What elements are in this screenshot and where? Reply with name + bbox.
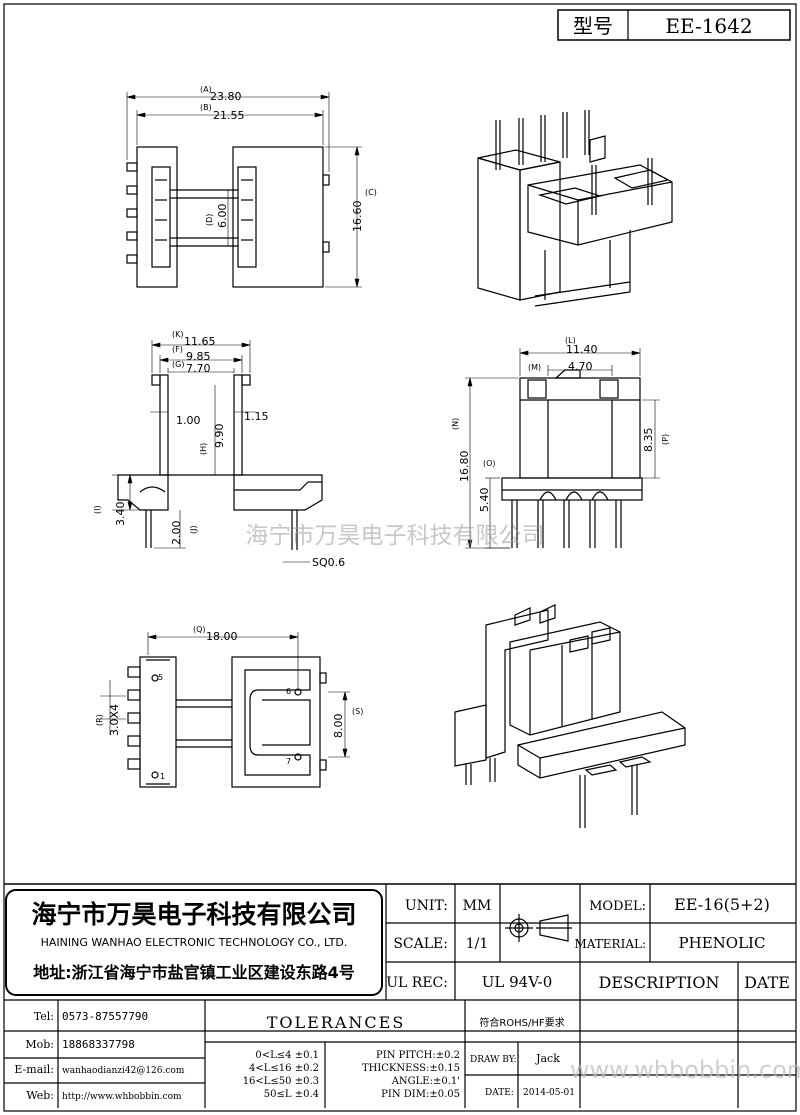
- model-field-label: MODEL:: [589, 899, 646, 914]
- watermark: 海宁市万昊电子科技有限公司: [246, 523, 545, 549]
- email-label: E-mail:: [14, 1063, 54, 1076]
- dim-f-tag: (F): [172, 345, 183, 354]
- dim-b: 21.55: [213, 109, 245, 122]
- dim-m: 4.70: [568, 360, 593, 373]
- dim-j-tag: (J): [189, 525, 198, 534]
- pin-label-1: 1: [160, 772, 165, 781]
- projection-symbol-icon: [505, 914, 572, 942]
- iso-view-bottom: [454, 604, 686, 828]
- front-view: [501, 369, 643, 548]
- material-label: MATERIAL:: [574, 937, 646, 951]
- dim-r-tag: (R): [95, 714, 104, 726]
- model-header: 型号 EE-1642: [557, 9, 791, 41]
- dim-n-tag: (N): [451, 418, 460, 430]
- dim-sq: SQ0.6: [312, 556, 345, 569]
- dim-left-wall: 1.00: [176, 414, 201, 427]
- dim-right-wall: 1.15: [244, 410, 269, 423]
- side-view: [117, 374, 323, 550]
- dim-i: 3.40: [114, 502, 127, 527]
- pin-label-7: 7: [286, 757, 291, 766]
- pin-tolerance-row-3: ANGLE:±0.1': [391, 1076, 460, 1087]
- dim-k: 11.65: [184, 335, 216, 348]
- dim-p-tag: (P): [661, 434, 670, 445]
- scale-label: SCALE:: [393, 936, 448, 952]
- web-label: Web:: [26, 1089, 54, 1102]
- dim-g: 7.70: [186, 362, 211, 375]
- company-address: 地址:浙江省海宁市盐官镇工业区建设东路4号: [33, 963, 355, 982]
- dim-o-tag: (O): [483, 459, 496, 468]
- draw-by-label: DRAW BY:: [470, 1055, 517, 1065]
- unit-value: MM: [463, 898, 492, 914]
- dim-s: 8.00: [332, 714, 345, 739]
- dim-q: 18.00: [206, 630, 238, 643]
- front-view-dimensions: [465, 348, 660, 549]
- mob-value: 18868337798: [62, 1038, 135, 1051]
- email-value: wanhaodianzi42@126.com: [62, 1066, 185, 1076]
- title-block-grid: [4, 883, 796, 1108]
- tolerance-row-4: 50≤L ±0.4: [264, 1089, 319, 1100]
- dim-n: 16.80: [458, 451, 471, 483]
- company-name-en: HAINING WANHAO ELECTRONIC TECHNOLOGY CO.…: [41, 936, 348, 949]
- bottom-view: [127, 656, 327, 788]
- dim-j: 2.00: [170, 521, 183, 546]
- dim-l-tag: (L): [565, 336, 576, 345]
- dim-c-tag: (C): [365, 188, 377, 197]
- model-label: 型号: [573, 14, 613, 38]
- dim-b-tag: (B): [200, 103, 212, 112]
- dim-r: 3.0X4: [108, 704, 121, 736]
- scale-value: 1/1: [466, 936, 489, 952]
- bottom-view-dimensions: [100, 632, 350, 758]
- unit-label: UNIT:: [405, 898, 448, 914]
- dim-d-tag: (D): [205, 214, 214, 226]
- url-watermark: www.whbobbin.com: [570, 1056, 800, 1084]
- mob-label: Mob:: [25, 1038, 54, 1051]
- dim-h-tag: (H): [199, 443, 208, 455]
- dim-m-tag: (M): [528, 363, 541, 372]
- tel-label: Tel:: [34, 1010, 54, 1023]
- company-name-cn: 海宁市万昊电子科技有限公司: [31, 900, 356, 929]
- pin-label-6: 6: [286, 687, 291, 696]
- ulrec-value: UL 94V-0: [482, 973, 553, 991]
- model-field-value: EE-16(5+2): [674, 895, 770, 914]
- tolerance-row-1: 0<L≤4 ±0.1: [255, 1050, 319, 1061]
- top-view: [126, 146, 330, 288]
- dim-d: 6.00: [216, 204, 229, 229]
- description-header: DESCRIPTION: [599, 973, 720, 992]
- dim-a-tag: (A): [200, 85, 212, 94]
- model-code: EE-1642: [665, 14, 752, 38]
- sheet-border: [3, 3, 797, 1112]
- date-label: DATE:: [485, 1088, 514, 1098]
- ulrec-label: UL REC:: [386, 975, 448, 991]
- tel-value: 0573-87557790: [62, 1010, 148, 1023]
- rohs-note: 符合ROHS/HF要求: [479, 1016, 564, 1029]
- dim-g-tag: (G): [172, 360, 184, 369]
- pin-label-5: 5: [158, 673, 163, 682]
- dim-k-tag: (K): [172, 330, 184, 339]
- dim-h: 9.90: [213, 424, 226, 449]
- dim-a: 23.80: [210, 90, 242, 103]
- draw-by-value: Jack: [535, 1052, 560, 1065]
- pin-tolerance-row-2: THICKNESS:±0.15: [362, 1063, 460, 1074]
- dim-c: 16.60: [351, 201, 364, 233]
- top-view-dimensions: [126, 92, 362, 288]
- tolerance-row-3: 16<L≤50 ±0.3: [243, 1076, 319, 1087]
- material-value: PHENOLIC: [679, 934, 766, 952]
- date-column-header: DATE: [744, 973, 790, 992]
- dim-o: 5.40: [478, 488, 491, 513]
- dim-s-tag: (S): [352, 707, 363, 716]
- dim-f: 9.85: [186, 350, 211, 363]
- pin-tolerance-row-4: PIN DIM:±0.05: [381, 1089, 460, 1100]
- web-value: http://www.whbobbin.com: [62, 1092, 182, 1102]
- iso-view-top: [477, 110, 673, 307]
- dim-q-tag: (Q): [193, 625, 206, 634]
- tolerances-header: TOLERANCES: [267, 1013, 406, 1032]
- dim-p: 8.35: [642, 428, 655, 453]
- tolerance-row-2: 4<L≤16 ±0.2: [249, 1063, 319, 1074]
- side-view-dimensions: [112, 340, 310, 563]
- date-value: 2014-05-01: [523, 1088, 575, 1098]
- dim-l: 11.40: [566, 343, 598, 356]
- pin-tolerance-row-1: PIN PITCH:±0.2: [376, 1050, 460, 1061]
- dim-i-tag: (I): [93, 505, 102, 514]
